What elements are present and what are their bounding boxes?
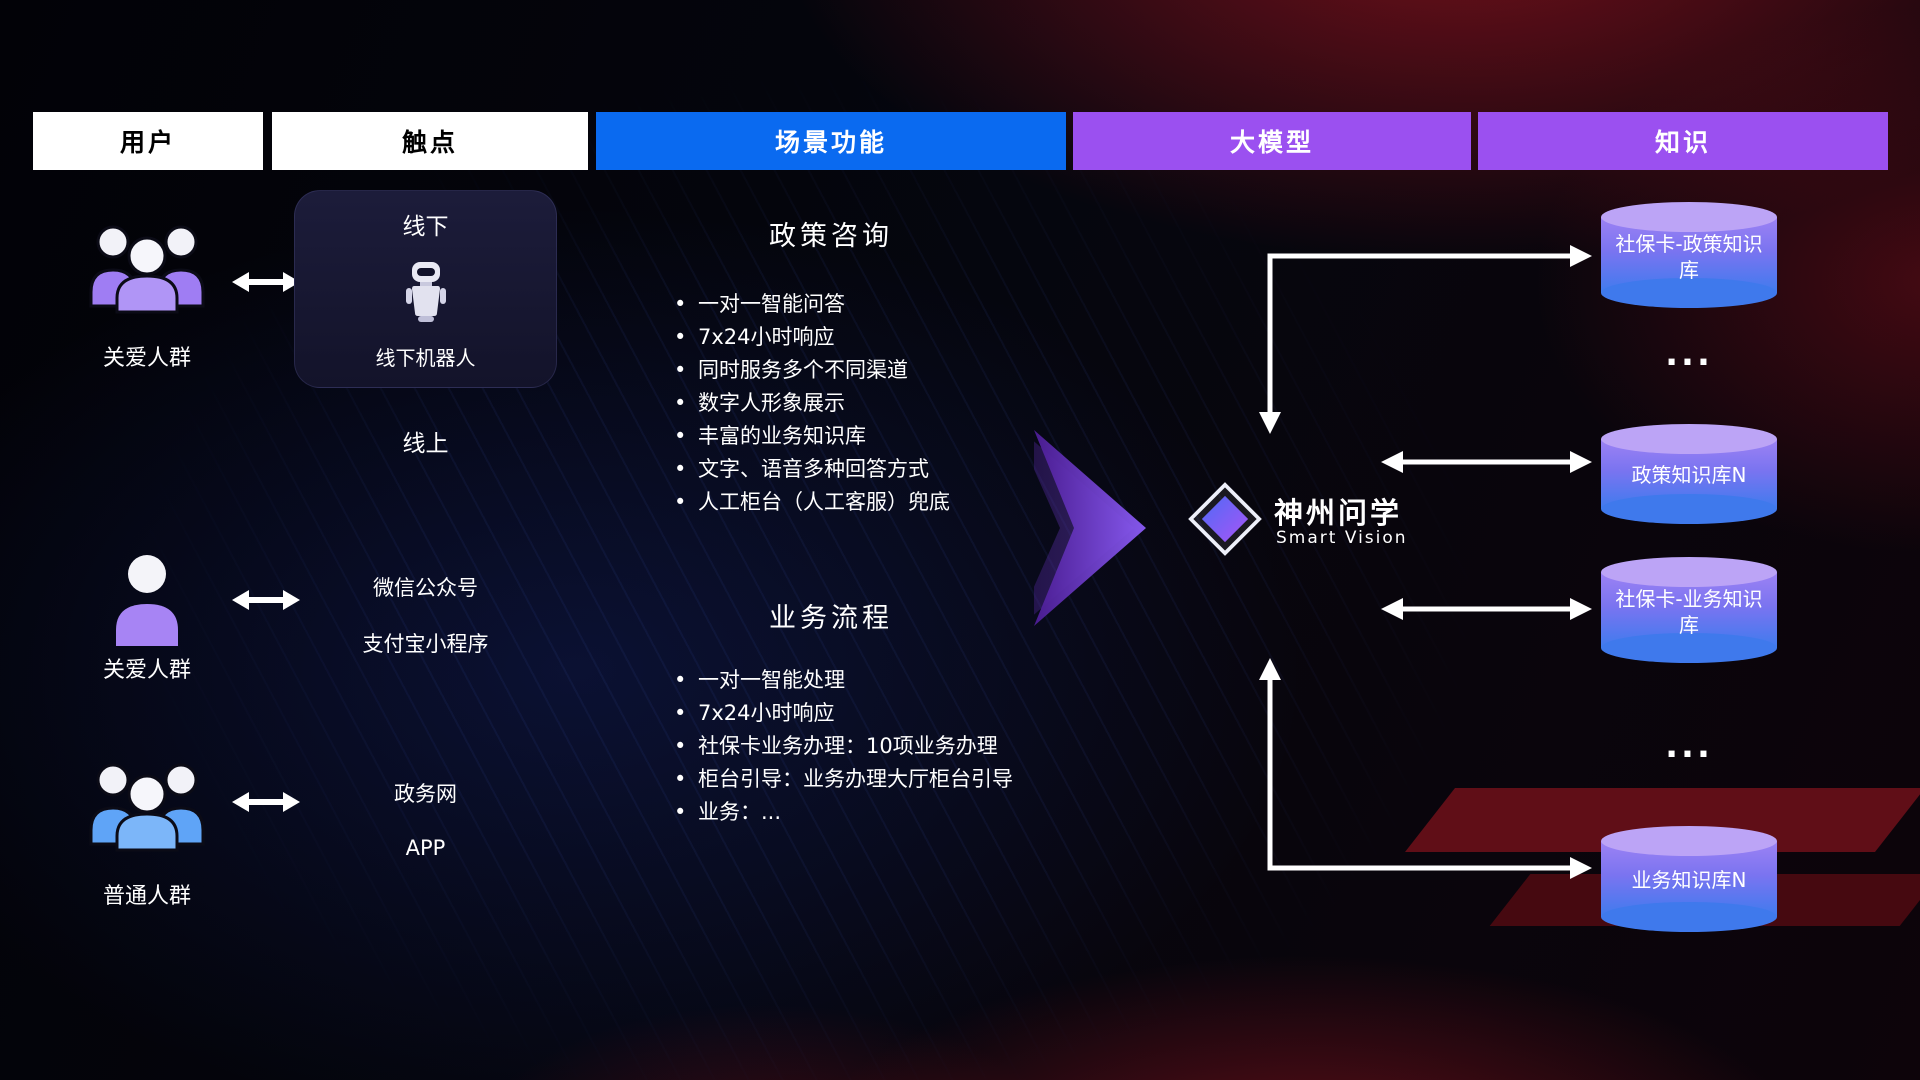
policy-consult-bullet-list: 一对一智能问答 7x24小时响应 同时服务多个不同渠道 数字人形象展示 丰富的业… xyxy=(674,288,950,519)
bidirectional-arrow-icon xyxy=(232,792,300,812)
column-header-users: 用户 xyxy=(33,112,263,170)
flow-arrow-icon xyxy=(1034,430,1146,626)
cylinder-bottom xyxy=(1601,902,1777,932)
alipay-miniprogram-label: 支付宝小程序 xyxy=(362,632,489,656)
group-people-purple-icon xyxy=(89,225,205,314)
scene-bullet: 数字人形象展示 xyxy=(674,387,950,420)
column-header-large-model: 大模型 xyxy=(1073,112,1471,170)
business-process-bullet-list: 一对一智能处理 7x24小时响应 社保卡业务办理：10项业务办理 柜台引导：业务… xyxy=(674,664,1013,829)
knowledge-db-cylinder: 政策知识库N xyxy=(1601,424,1777,524)
offline-touchpoint-card: 线下 线下机器人 xyxy=(294,190,557,388)
knowledge-db-label: 社保卡-政策知识库 xyxy=(1615,232,1763,283)
column-header-label: 大模型 xyxy=(1229,128,1314,157)
knowledge-db-label: 社保卡-业务知识库 xyxy=(1615,587,1763,638)
user-group-label: 关爱人群 xyxy=(102,658,191,683)
cylinder-top xyxy=(1601,202,1777,232)
scene-title-policy-consult: 政策咨询 xyxy=(769,221,893,252)
group-people-blue-icon xyxy=(89,763,205,852)
scene-bullet: 文字、语音多种回答方式 xyxy=(674,453,950,486)
scene-bullet: 柜台引导：业务办理大厅柜台引导 xyxy=(674,763,1013,796)
scene-title-business-process: 业务流程 xyxy=(769,603,893,634)
wechat-official-account-label: 微信公众号 xyxy=(373,576,478,600)
user-group-label: 普通人群 xyxy=(102,884,191,909)
scene-bullet: 业务：... xyxy=(674,796,1013,829)
offline-title: 线下 xyxy=(402,214,449,240)
column-header-scene-functions: 场景功能 xyxy=(596,112,1066,170)
model-subtitle: Smart Vision xyxy=(1276,528,1408,548)
scene-bullet: 丰富的业务知识库 xyxy=(674,420,950,453)
gov-website-label: 政务网 xyxy=(394,782,457,806)
column-header-label: 触点 xyxy=(401,128,458,157)
cylinder-top xyxy=(1601,557,1777,587)
cylinder-top xyxy=(1601,424,1777,454)
model-name: 神州问学 xyxy=(1274,496,1403,530)
app-label: APP xyxy=(405,836,446,860)
ellipsis-more-databases: ... xyxy=(1665,726,1713,766)
cylinder-top xyxy=(1601,826,1777,856)
online-label: 线上 xyxy=(402,431,449,457)
scene-bullet: 一对一智能处理 xyxy=(674,664,1013,697)
column-header-knowledge: 知识 xyxy=(1478,112,1888,170)
column-header-label: 场景功能 xyxy=(774,128,887,157)
column-header-touchpoints: 触点 xyxy=(272,112,588,170)
knowledge-db-label: 业务知识库N xyxy=(1631,868,1747,893)
ellipsis-more-databases: ... xyxy=(1665,334,1713,374)
offline-robot-label: 线下机器人 xyxy=(375,346,476,370)
knowledge-db-cylinder: 社保卡-业务知识库 xyxy=(1601,557,1777,663)
column-header-label: 用户 xyxy=(119,128,176,157)
knowledge-db-label: 政策知识库N xyxy=(1631,463,1747,488)
column-header-label: 知识 xyxy=(1654,128,1711,157)
knowledge-db-cylinder: 社保卡-政策知识库 xyxy=(1601,202,1777,308)
bidirectional-arrow-icon xyxy=(232,590,300,610)
scene-bullet: 7x24小时响应 xyxy=(674,321,950,354)
scene-bullet: 一对一智能问答 xyxy=(674,288,950,321)
scene-bullet: 社保卡业务办理：10项业务办理 xyxy=(674,730,1013,763)
single-person-purple-icon xyxy=(116,555,178,646)
user-group-label: 关爱人群 xyxy=(102,346,191,371)
cylinder-bottom xyxy=(1601,278,1777,308)
cylinder-bottom xyxy=(1601,494,1777,524)
bidirectional-arrow-icon xyxy=(232,272,300,292)
scene-bullet: 7x24小时响应 xyxy=(674,697,1013,730)
scene-bullet: 同时服务多个不同渠道 xyxy=(674,354,950,387)
scene-bullet: 人工柜台（人工客服）兜底 xyxy=(674,486,950,519)
cylinder-bottom xyxy=(1601,633,1777,663)
robot-icon xyxy=(405,261,446,322)
knowledge-db-cylinder: 业务知识库N xyxy=(1601,826,1777,932)
diamond-logo-icon xyxy=(1188,482,1262,556)
